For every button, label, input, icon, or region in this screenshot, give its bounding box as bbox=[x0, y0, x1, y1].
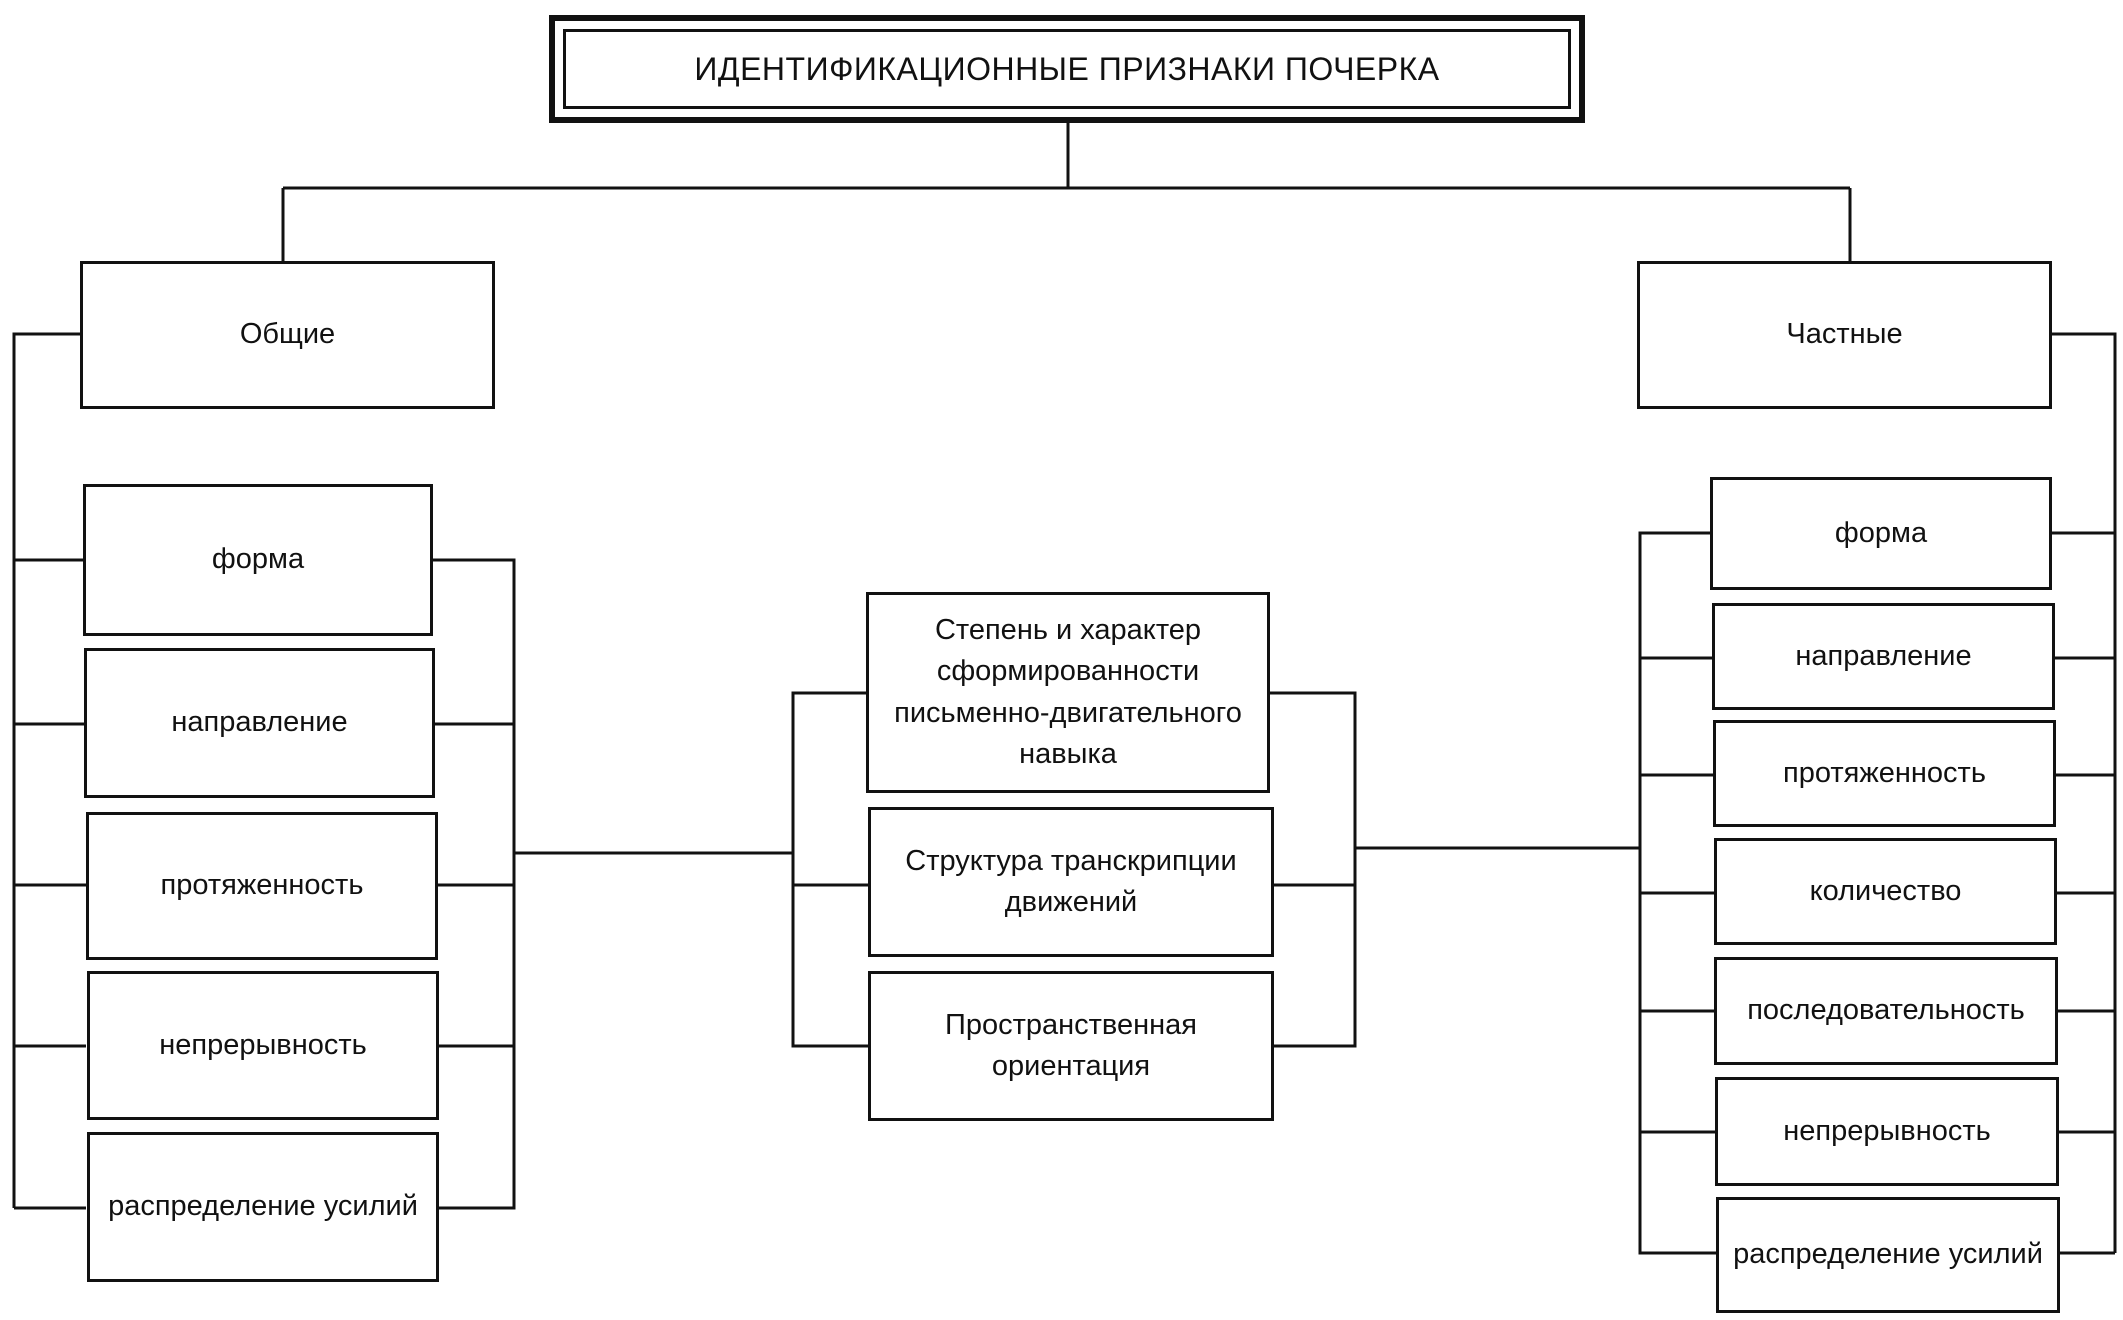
general-item: протяженность bbox=[86, 812, 438, 960]
title-box: ИДЕНТИФИКАЦИОННЫЕ ПРИЗНАКИ ПОЧЕРКА bbox=[549, 15, 1585, 123]
particular-item: протяженность bbox=[1713, 720, 2056, 827]
particular-item: последовательность bbox=[1714, 957, 2058, 1065]
connector-center-right bbox=[1268, 691, 1357, 1048]
general-header: Общие bbox=[80, 261, 495, 409]
particular-header: Частные bbox=[1637, 261, 2052, 409]
particular-item: форма bbox=[1710, 477, 2052, 590]
center-item: Степень и характер сформированности пись… bbox=[866, 592, 1270, 793]
connector-general-left bbox=[12, 332, 80, 1208]
general-item: форма bbox=[83, 484, 433, 636]
particular-item: непрерывность bbox=[1715, 1077, 2059, 1186]
general-item: распределение усилий bbox=[87, 1132, 439, 1282]
connector-center-left bbox=[791, 691, 868, 1048]
general-item: непрерывность bbox=[87, 971, 439, 1120]
center-item: Пространственная ориентация bbox=[868, 971, 1274, 1121]
particular-item: направление bbox=[1712, 603, 2055, 710]
center-item: Структура транскрипции движений bbox=[868, 807, 1274, 957]
particular-item: количество bbox=[1714, 838, 2057, 945]
connector-particular-right bbox=[2052, 332, 2117, 1253]
diagram-title: ИДЕНТИФИКАЦИОННЫЕ ПРИЗНАКИ ПОЧЕРКА bbox=[563, 29, 1571, 109]
particular-item: распределение усилий bbox=[1716, 1197, 2060, 1313]
general-item: направление bbox=[84, 648, 435, 798]
